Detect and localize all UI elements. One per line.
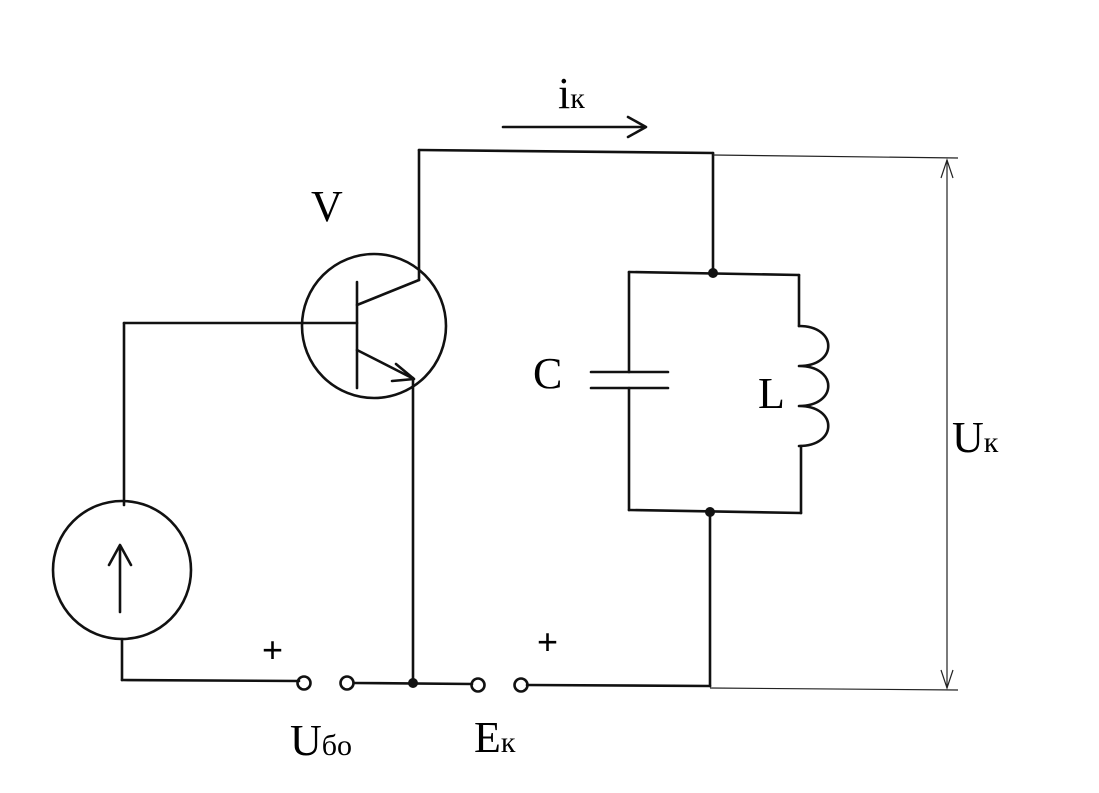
transistor-label: V [311,182,343,231]
junction-dot [408,678,418,688]
inductor-label: L [758,369,785,418]
junction-dot [705,507,715,517]
capacitor-label: C [533,349,562,398]
base-source-label: Uбо [290,716,352,765]
transistor-symbol [122,252,448,684]
plus-right: + [537,621,558,662]
plus-left: + [262,629,283,670]
voltage-label: Uк [952,413,999,462]
collector-source-label: Eк [474,713,516,762]
collector-wire [417,148,715,282]
current-label: iк [558,69,585,118]
bottom-wire [296,675,712,693]
junction-dot [708,268,718,278]
voltage-indicator [709,154,959,691]
base-source [51,321,301,683]
current-arrow [501,115,648,139]
lc-tank [589,268,830,688]
